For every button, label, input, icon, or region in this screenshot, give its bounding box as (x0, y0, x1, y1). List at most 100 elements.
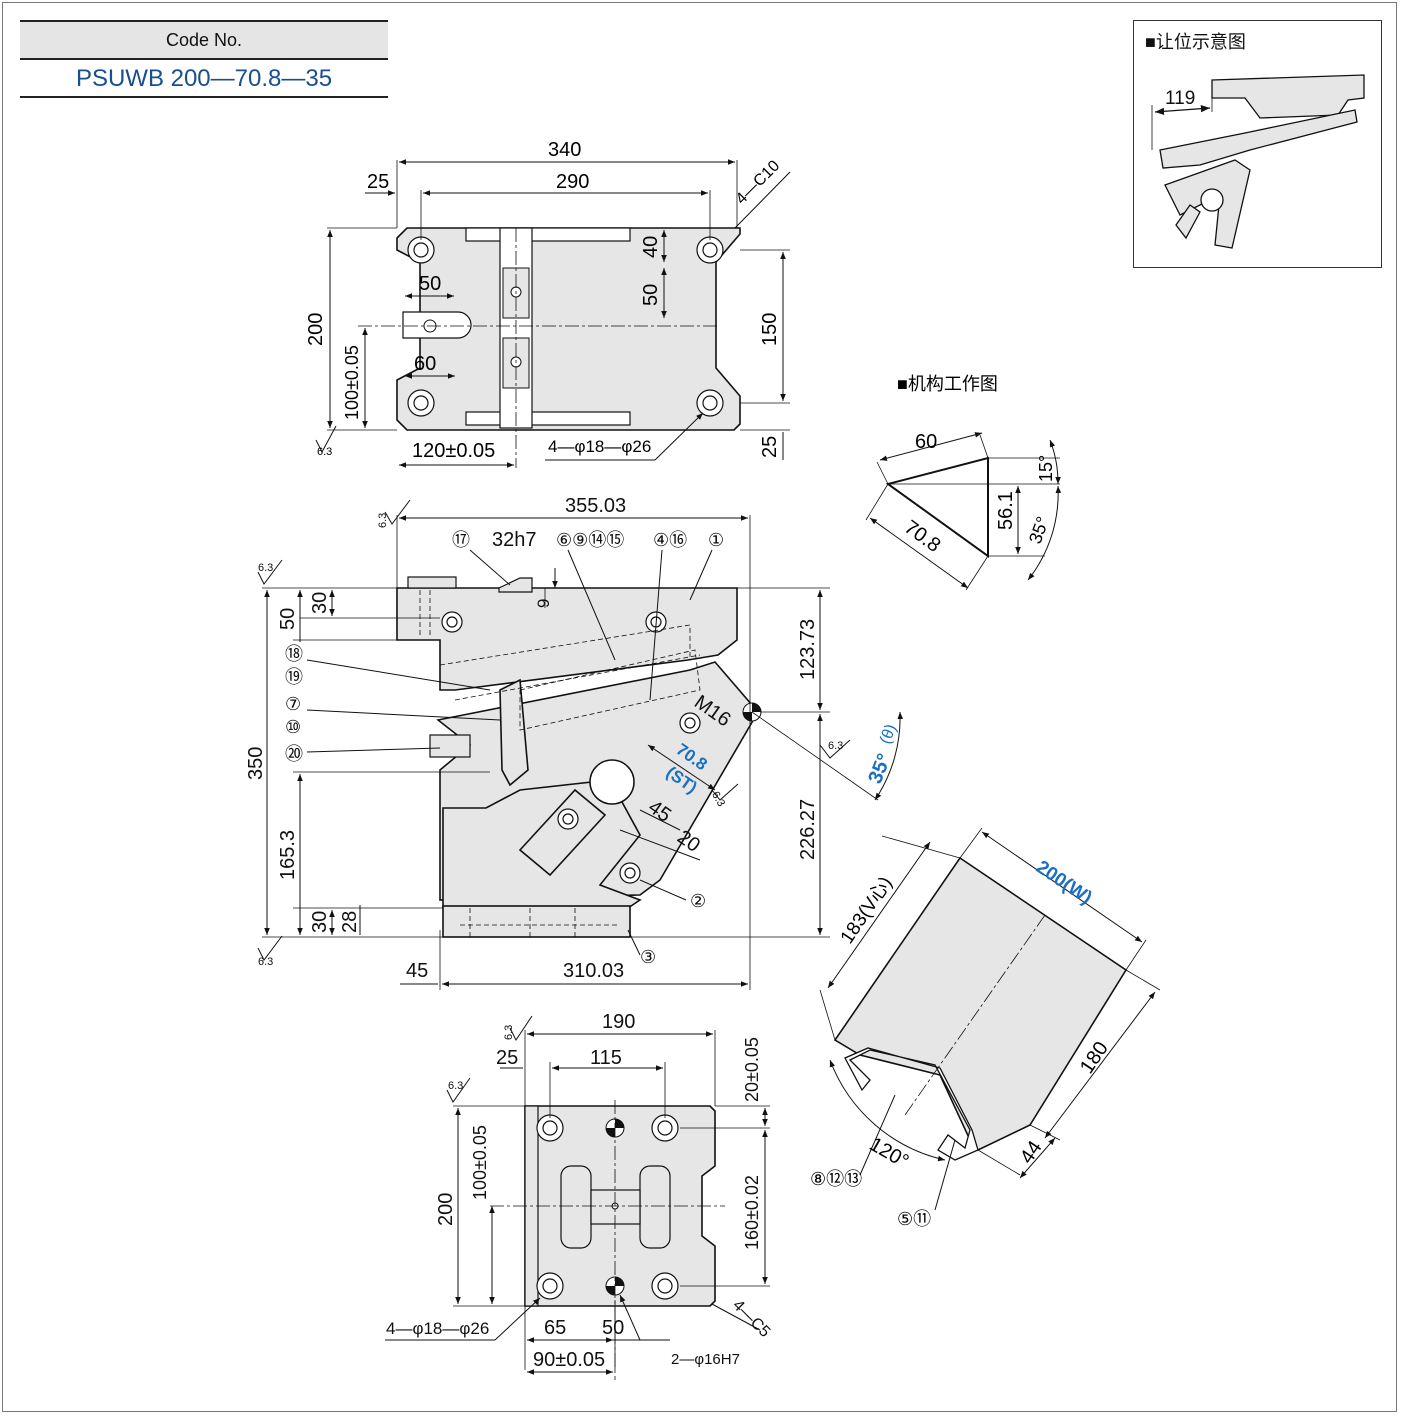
top-plate-outline (396, 227, 741, 431)
bottom-slot-left (560, 1165, 592, 1249)
top-dim-120: 120±0.05 (412, 440, 495, 462)
front-dim-30a: 30 (309, 592, 331, 614)
top-dim-290: 290 (556, 171, 589, 193)
code-value: PSUWB 200—70.8—35 (20, 60, 388, 98)
top-dim-150: 150 (759, 313, 781, 346)
part-1: ① (708, 530, 724, 550)
part-2: ② (690, 891, 706, 911)
bottom-dim-25: 25 (496, 1047, 518, 1069)
part-18: ⑱ (285, 644, 303, 664)
front-view: 355.03 310.03 45 32h7 350 50 30 165.3 30… (245, 495, 904, 990)
part-3: ③ (640, 947, 656, 967)
top-view: 340 290 25 4—C10 200 100±0.05 150 25 40 … (305, 139, 791, 468)
top-dim-25v: 25 (759, 436, 781, 458)
part-20: ⑳ (285, 744, 303, 764)
top-dim-60: 60 (414, 353, 436, 375)
part-4-16: ④⑯ (653, 530, 687, 550)
iso-angle-120: 120° (866, 1133, 913, 1173)
relief-title: ■让位示意图 (1145, 32, 1246, 52)
bottom-dim-90: 90±0.05 (533, 1349, 605, 1371)
bottom-holes (536, 1114, 679, 1300)
bottom-dim-65: 65 (544, 1317, 566, 1339)
relief-dim: 119 (1165, 88, 1195, 109)
iso-dim-44: 44 (1016, 1137, 1047, 1168)
bottom-roughness-marks: 6.3 6.3 (446, 1015, 533, 1103)
front-dim-30b: 30 (309, 911, 331, 933)
bottom-dim-100: 100±0.05 (470, 1125, 490, 1200)
bottom-dim-200: 200 (435, 1193, 457, 1226)
front-key (498, 577, 533, 593)
top-dim-50: 50 (419, 273, 441, 295)
svg-text:6.3: 6.3 (448, 1080, 463, 1092)
bottom-holes-note: 4—φ18—φ26 (386, 1319, 489, 1338)
front-dim-310: 310.03 (563, 960, 624, 982)
mech-dim-70: 70.8 (900, 516, 944, 557)
top-holes: 4—φ18—φ26 (548, 437, 651, 456)
bottom-dim-20: 20±0.05 (742, 1037, 762, 1102)
top-dim-200: 200 (305, 313, 327, 346)
front-dim-28: 28 (339, 911, 361, 933)
iso-view: 200(W) 183(V心) 180 44 120° ⑧⑫⑬ ⑤⑪ (810, 827, 1161, 1229)
front-bolts (441, 611, 701, 884)
front-dim-45: 45 (406, 960, 428, 982)
iso-dim-180: 180 (1076, 1038, 1113, 1078)
bottom-chamfer: 4—C5 (729, 1297, 773, 1341)
front-base (442, 905, 631, 938)
bottom-dim-50: 50 (602, 1317, 624, 1339)
bottom-dim-190: 190 (602, 1011, 635, 1033)
part-10: ⑩ (285, 717, 301, 737)
part-19: ⑲ (285, 667, 303, 687)
top-roughness: 6.3 (315, 425, 337, 458)
part-17: ⑰ (452, 530, 470, 550)
front-dim-350: 350 (245, 747, 267, 780)
top-chamfer: 4—C10 (733, 157, 783, 207)
iso-v183: 183(V心) (837, 873, 897, 948)
iso-parts-8: ⑧⑫⑬ (810, 1169, 862, 1189)
front-dim-355: 355.03 (565, 495, 626, 517)
bottom-view: 190 25 115 200 100±0.05 20±0.05 160±0.02… (385, 1011, 773, 1380)
code-box: Code No. PSUWB 200—70.8—35 (20, 20, 388, 98)
top-dim-340: 340 (548, 139, 581, 161)
svg-text:6.3: 6.3 (503, 1025, 515, 1040)
front-dim-165: 165.3 (277, 830, 299, 880)
top-dim-100: 100±0.05 (342, 345, 362, 420)
front-angle: 35° (864, 751, 896, 787)
front-stopper (429, 734, 471, 758)
mech-angle-15: 15° (1036, 455, 1056, 482)
top-dim-50v: 50 (640, 284, 662, 306)
front-top-cap (407, 576, 457, 589)
front-dim-123: 123.73 (797, 619, 819, 680)
bottom-slot-right (639, 1165, 671, 1249)
svg-text:6.3: 6.3 (377, 513, 389, 528)
part-6-9-14-15: ⑥⑨⑭⑮ (556, 530, 624, 550)
svg-text:6.3: 6.3 (828, 740, 843, 752)
mechanism-title: ■机构工作图 (897, 374, 998, 394)
top-dim-40: 40 (640, 236, 662, 258)
bottom-dim-160: 160±0.02 (742, 1175, 762, 1250)
front-dim-9: 9 (534, 599, 553, 608)
front-finger (518, 788, 607, 877)
front-dim-50: 50 (277, 608, 299, 630)
iso-parts-5: ⑤⑪ (897, 1209, 931, 1229)
mech-angle-35: 35° (1025, 514, 1053, 546)
svg-text:6.3: 6.3 (317, 446, 332, 458)
mech-dim-56: 56.1 (995, 491, 1017, 530)
bottom-pin-note: 2—φ16H7 (671, 1351, 740, 1368)
top-rail-lower (465, 411, 631, 426)
svg-text:6.3: 6.3 (258, 562, 273, 574)
front-key-dim: 32h7 (492, 529, 537, 551)
svg-text:6.3: 6.3 (258, 956, 273, 968)
top-rail-upper (465, 227, 631, 242)
front-clamp (499, 678, 529, 787)
part-7: ⑦ (285, 694, 301, 714)
top-u-slot (402, 311, 472, 339)
front-dim-226: 226.27 (797, 799, 819, 860)
bottom-dim-115: 115 (590, 1047, 622, 1069)
front-theta: (θ) (877, 722, 900, 747)
top-dim-25: 25 (367, 171, 389, 193)
iso-width: 200(W) (1032, 857, 1095, 909)
front-roller (589, 759, 635, 805)
